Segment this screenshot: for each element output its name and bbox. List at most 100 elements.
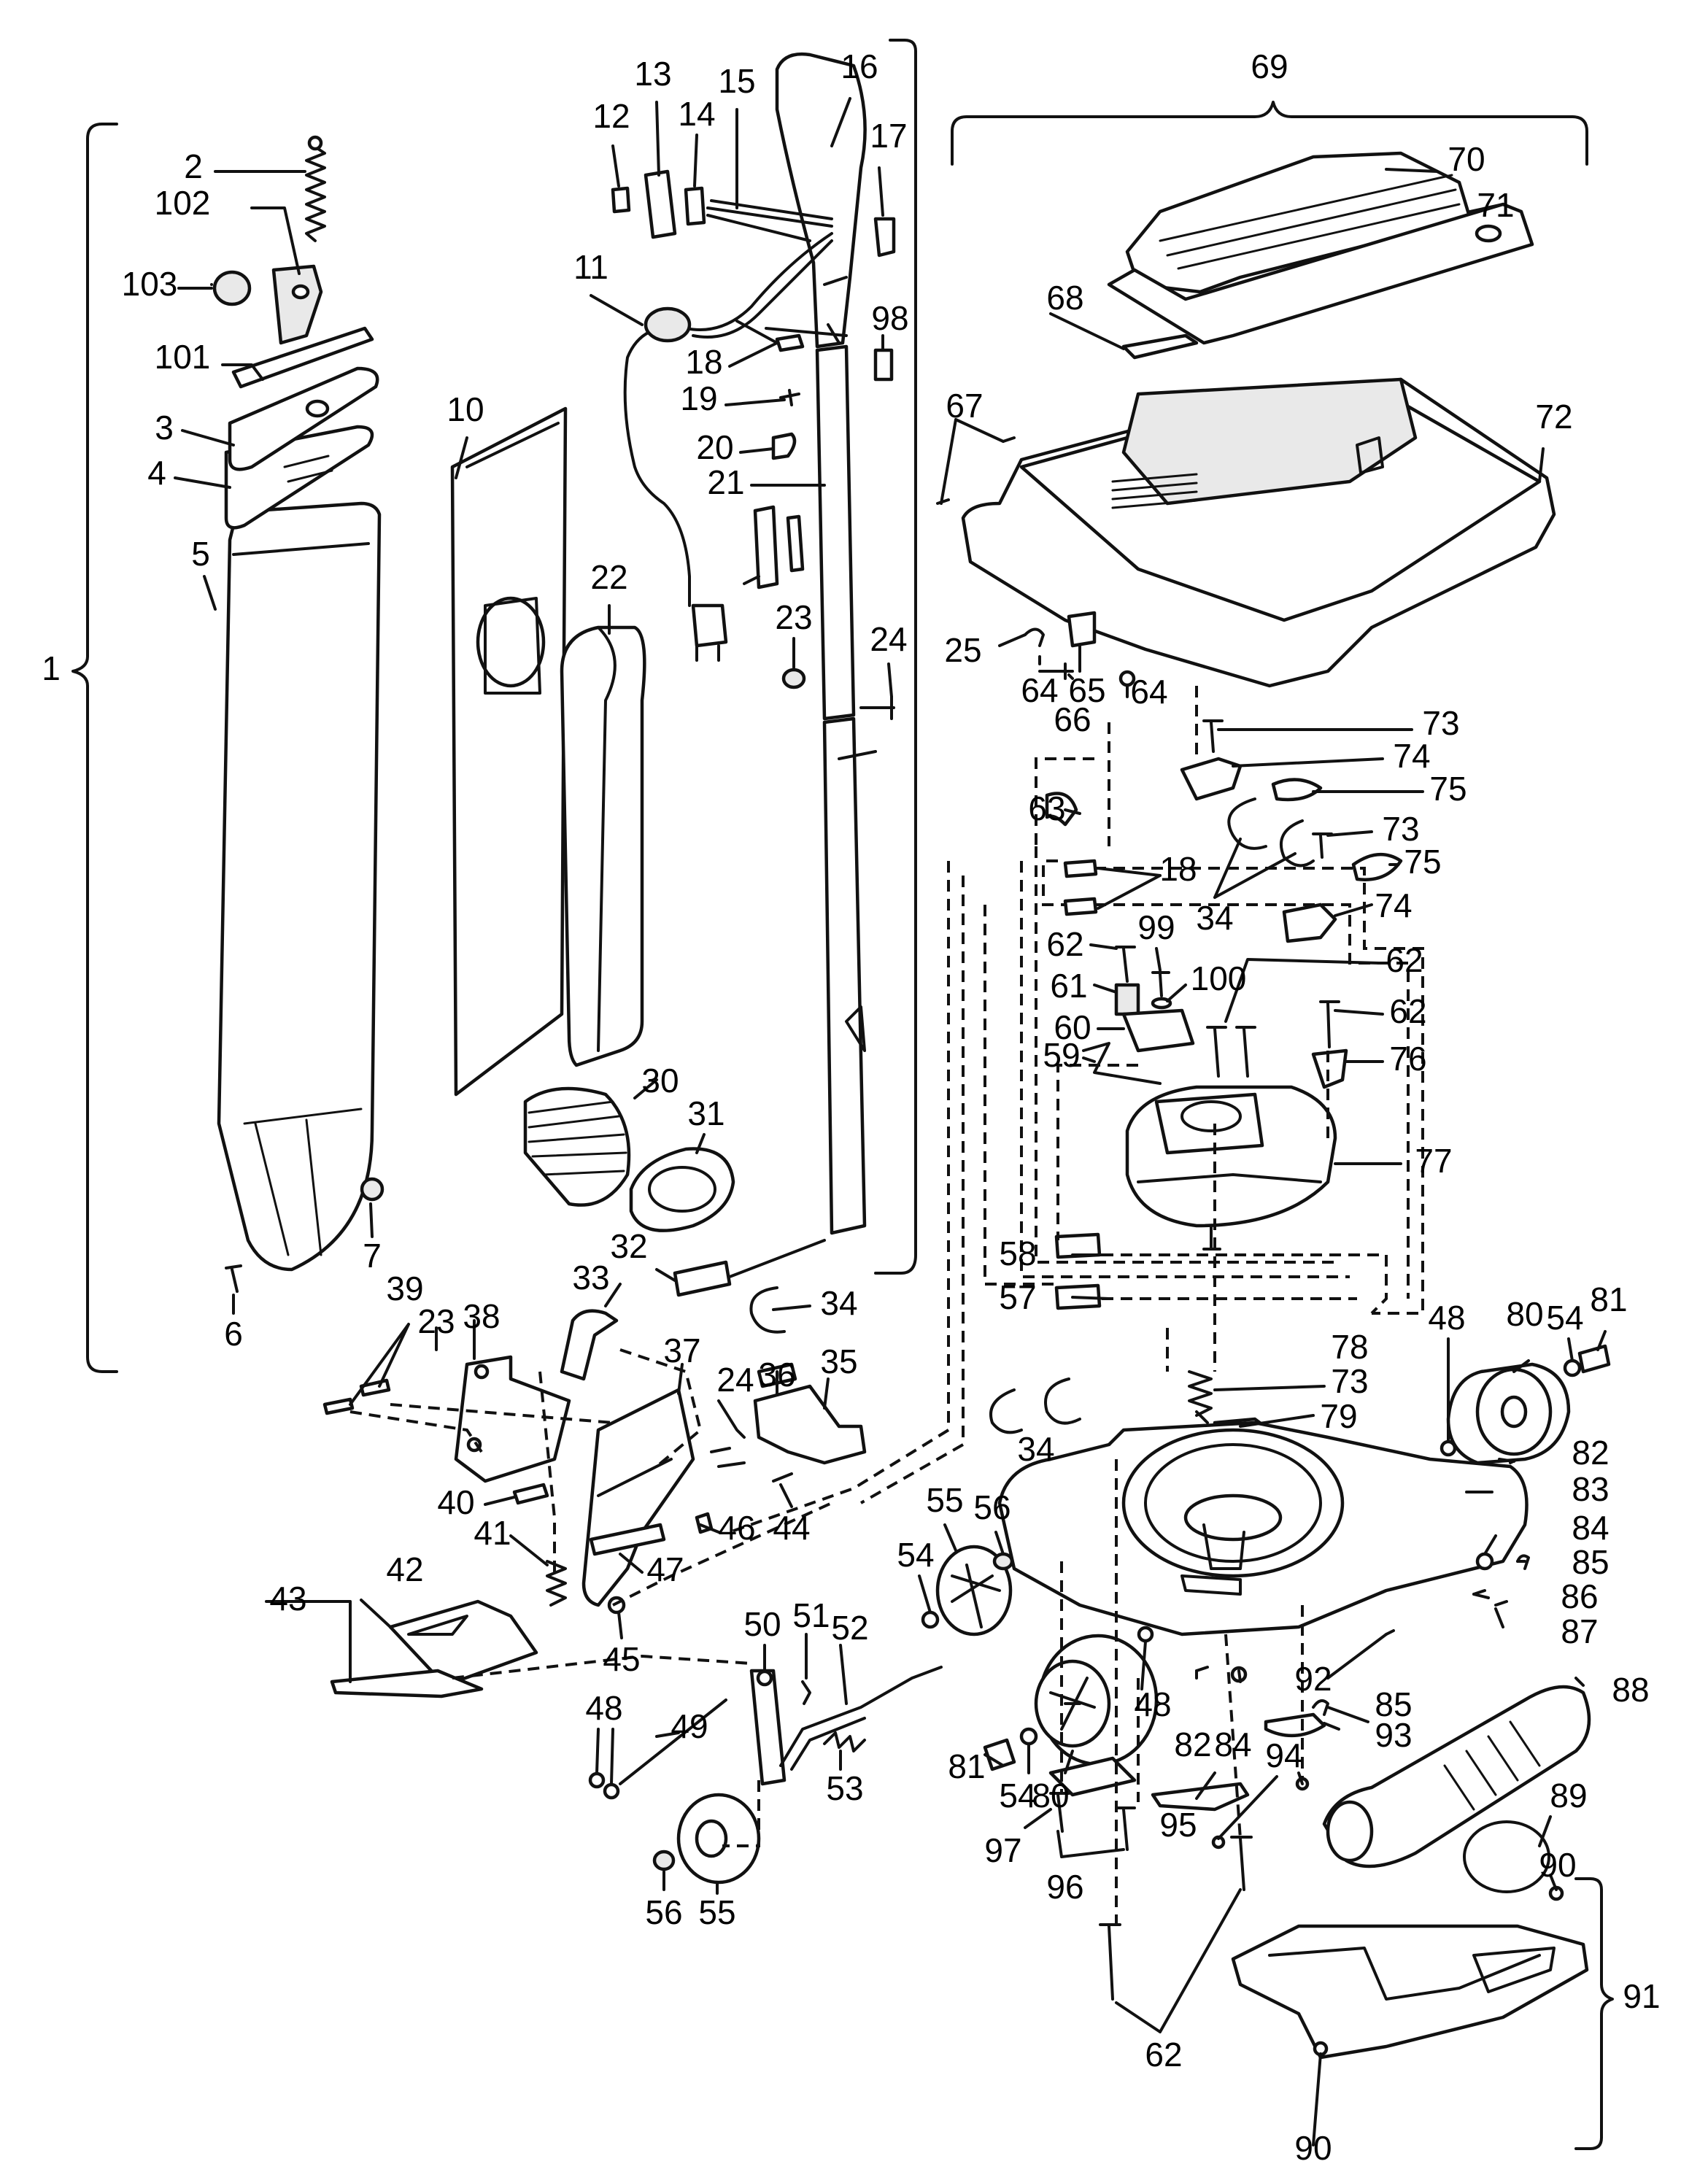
callout-12: 12 <box>592 97 630 135</box>
bracket-69 <box>951 101 1588 166</box>
callout-7: 7 <box>363 1237 382 1275</box>
part-34-clip <box>749 1286 786 1334</box>
callout-22: 22 <box>590 558 627 596</box>
part-31-ring <box>629 1147 735 1232</box>
part-49-axle <box>619 1698 727 1785</box>
part-48-nut-front <box>1137 1626 1154 1643</box>
part-5-bag-cover <box>217 501 382 1272</box>
callout-51: 51 <box>792 1596 830 1634</box>
part-43-lever <box>330 1669 484 1698</box>
callout-102: 102 <box>155 184 211 222</box>
part-33-tube <box>560 1309 619 1381</box>
callout-58: 58 <box>999 1234 1036 1272</box>
part-55-wheel-center <box>935 1545 1013 1636</box>
callout-85b: 85 <box>1375 1685 1412 1723</box>
callout-47: 47 <box>646 1550 684 1588</box>
part-30-hose <box>523 1086 631 1207</box>
part-91-bottom-plate <box>1231 1885 1589 2060</box>
part-67-screws <box>936 436 1016 505</box>
callout-56b: 56 <box>645 1893 682 1931</box>
part-cord-hooks <box>743 505 805 590</box>
callout-91: 91 <box>1623 1977 1660 2015</box>
callout-62b: 62 <box>1386 941 1423 979</box>
part-56-cap-center <box>992 1552 1014 1571</box>
callout-63: 63 <box>1028 789 1065 827</box>
callout-71: 71 <box>1477 186 1514 224</box>
part-73-74-75-latches <box>1180 719 1403 943</box>
part-20-clip <box>771 432 797 460</box>
callout-17: 17 <box>870 117 907 155</box>
part-59-plate <box>1082 1042 1162 1085</box>
callout-65: 65 <box>1068 671 1105 709</box>
part-68-latch <box>1121 333 1199 360</box>
callout-81b: 81 <box>948 1747 985 1785</box>
part-81-pin-right <box>1577 1344 1611 1374</box>
callout-90a: 90 <box>1539 1846 1576 1884</box>
callout-74b: 74 <box>1375 886 1412 924</box>
callout-89: 89 <box>1550 1777 1587 1814</box>
brackets <box>72 39 1614 2150</box>
part-52-rod <box>779 1666 943 1771</box>
callout-57: 57 <box>999 1278 1036 1316</box>
part-48-nut-right <box>1440 1439 1457 1457</box>
part-62-screws-bottom <box>1099 1836 1253 2001</box>
part-18-connectors-right <box>1063 859 1098 916</box>
part-16-handle-grip <box>775 52 867 349</box>
callout-77: 77 <box>1415 1142 1452 1180</box>
part-53-spring <box>823 1731 866 1752</box>
callout-99: 99 <box>1137 908 1175 946</box>
callout-4: 4 <box>147 454 166 492</box>
part-77-motor <box>1125 1085 1337 1251</box>
part-96-97-screws <box>1048 1756 1137 1851</box>
callout-76: 76 <box>1389 1040 1426 1078</box>
part-85-92-93-hardware <box>1264 1629 1395 1738</box>
callout-83: 83 <box>1572 1470 1609 1508</box>
part-102-clip <box>271 264 323 345</box>
callout-31: 31 <box>687 1094 724 1132</box>
callout-84b: 84 <box>1214 1725 1251 1763</box>
part-38-bracket <box>454 1355 571 1483</box>
callout-36: 36 <box>758 1356 795 1394</box>
callout-96: 96 <box>1046 1868 1083 1906</box>
callout-67: 67 <box>946 387 983 425</box>
callout-18b: 18 <box>1159 850 1197 888</box>
part-25-clip <box>1024 627 1045 647</box>
callout-6: 6 <box>224 1315 243 1353</box>
callout-32: 32 <box>610 1227 647 1265</box>
part-50-arm <box>749 1669 787 1786</box>
callout-18a: 18 <box>685 343 722 381</box>
callout-62a: 62 <box>1046 925 1083 963</box>
callout-23b: 23 <box>417 1302 455 1340</box>
part-76-mount <box>1311 1048 1348 1089</box>
callout-84a: 84 <box>1572 1509 1609 1547</box>
callout-38: 38 <box>463 1297 500 1335</box>
callout-44: 44 <box>773 1509 810 1547</box>
callout-24a: 24 <box>870 620 907 658</box>
bracket-1 <box>72 123 118 1373</box>
callout-78: 78 <box>1331 1328 1368 1366</box>
callout-34b: 34 <box>1196 899 1233 937</box>
part-71-gasket <box>1107 202 1534 345</box>
part-81-pin-front <box>983 1738 1016 1771</box>
part-62-screws-motor <box>1115 946 1340 1078</box>
part-3-cap <box>228 366 379 471</box>
callout-34c: 34 <box>1017 1430 1054 1468</box>
callout-59: 59 <box>1043 1036 1080 1074</box>
callout-19: 19 <box>680 379 717 417</box>
callout-21: 21 <box>707 463 744 501</box>
callout-54a: 54 <box>1546 1299 1583 1337</box>
part-61-bushing <box>1114 983 1140 1016</box>
part-88-brushroll <box>1322 1685 1591 1868</box>
callout-53: 53 <box>826 1769 863 1807</box>
part-56-cap-left <box>652 1850 676 1871</box>
part-103-knob <box>212 270 252 306</box>
part-55-wheel-left <box>676 1793 761 1885</box>
callout-labels: 1 2 3 4 5 6 7 10 11 12 13 14 15 16 17 18… <box>42 47 1660 2167</box>
callout-3: 3 <box>155 409 174 447</box>
callout-97: 97 <box>984 1831 1021 1869</box>
part-98-label <box>873 348 894 382</box>
part-6-screw <box>225 1264 242 1293</box>
part-7-bumper <box>360 1177 385 1202</box>
callout-48c: 48 <box>585 1689 622 1727</box>
callout-68: 68 <box>1046 279 1083 317</box>
